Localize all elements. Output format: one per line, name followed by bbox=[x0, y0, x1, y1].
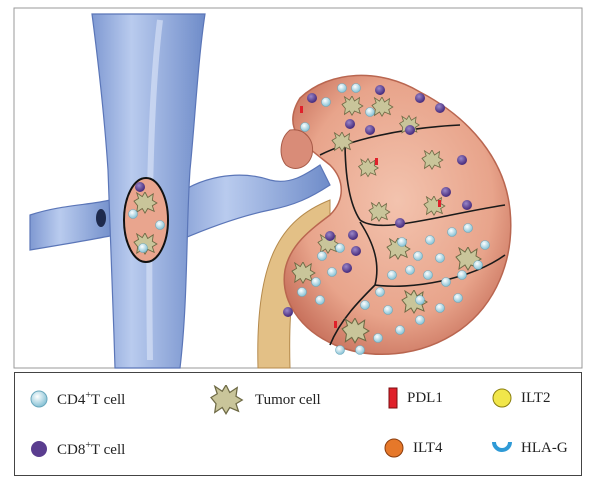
legend-ilt4-label: ILT4 bbox=[413, 440, 442, 457]
vein-opening bbox=[96, 209, 106, 227]
tumor-cell bbox=[424, 196, 445, 215]
cd8-t-cell-icon bbox=[29, 439, 49, 459]
tumor-cell-icon bbox=[205, 385, 247, 415]
legend-hlag-label: HLA-G bbox=[521, 440, 568, 457]
legend-cd8: CD8+T cell bbox=[29, 439, 125, 459]
legend-cd8-label: CD8+T cell bbox=[57, 440, 125, 459]
legend-cd4-label: CD4+T cell bbox=[57, 390, 125, 409]
legend-hlag: HLA-G bbox=[491, 437, 568, 459]
legend-pdl1: PDL1 bbox=[387, 387, 443, 409]
tumor-cell bbox=[332, 132, 353, 151]
tumor-cell bbox=[372, 97, 393, 116]
tumor-cell bbox=[369, 202, 390, 221]
cd4-t-cell-icon bbox=[29, 389, 49, 409]
tumor-cell bbox=[342, 318, 369, 343]
legend-tumor: Tumor cell bbox=[205, 385, 321, 415]
tumor-cell bbox=[134, 192, 157, 213]
ilt4-icon bbox=[383, 437, 405, 459]
renal-hilum bbox=[281, 130, 312, 169]
legend-ilt2-label: ILT2 bbox=[521, 390, 550, 407]
hla-g-icon bbox=[491, 437, 513, 459]
legend-tumor-label: Tumor cell bbox=[255, 392, 321, 409]
legend-cd4: CD4+T cell bbox=[29, 389, 125, 409]
legend-pdl1-label: PDL1 bbox=[407, 390, 443, 407]
legend: CD4+T cell CD8+T cell Tumor cell PDL1 IL… bbox=[14, 372, 582, 476]
tumor-cell bbox=[422, 150, 443, 169]
legend-ilt4: ILT4 bbox=[383, 437, 442, 459]
legend-ilt2: ILT2 bbox=[491, 387, 550, 409]
tumor-cell bbox=[342, 96, 363, 115]
tumor-cell bbox=[292, 262, 315, 283]
pdl1-icon bbox=[387, 387, 399, 409]
ilt2-icon bbox=[491, 387, 513, 409]
